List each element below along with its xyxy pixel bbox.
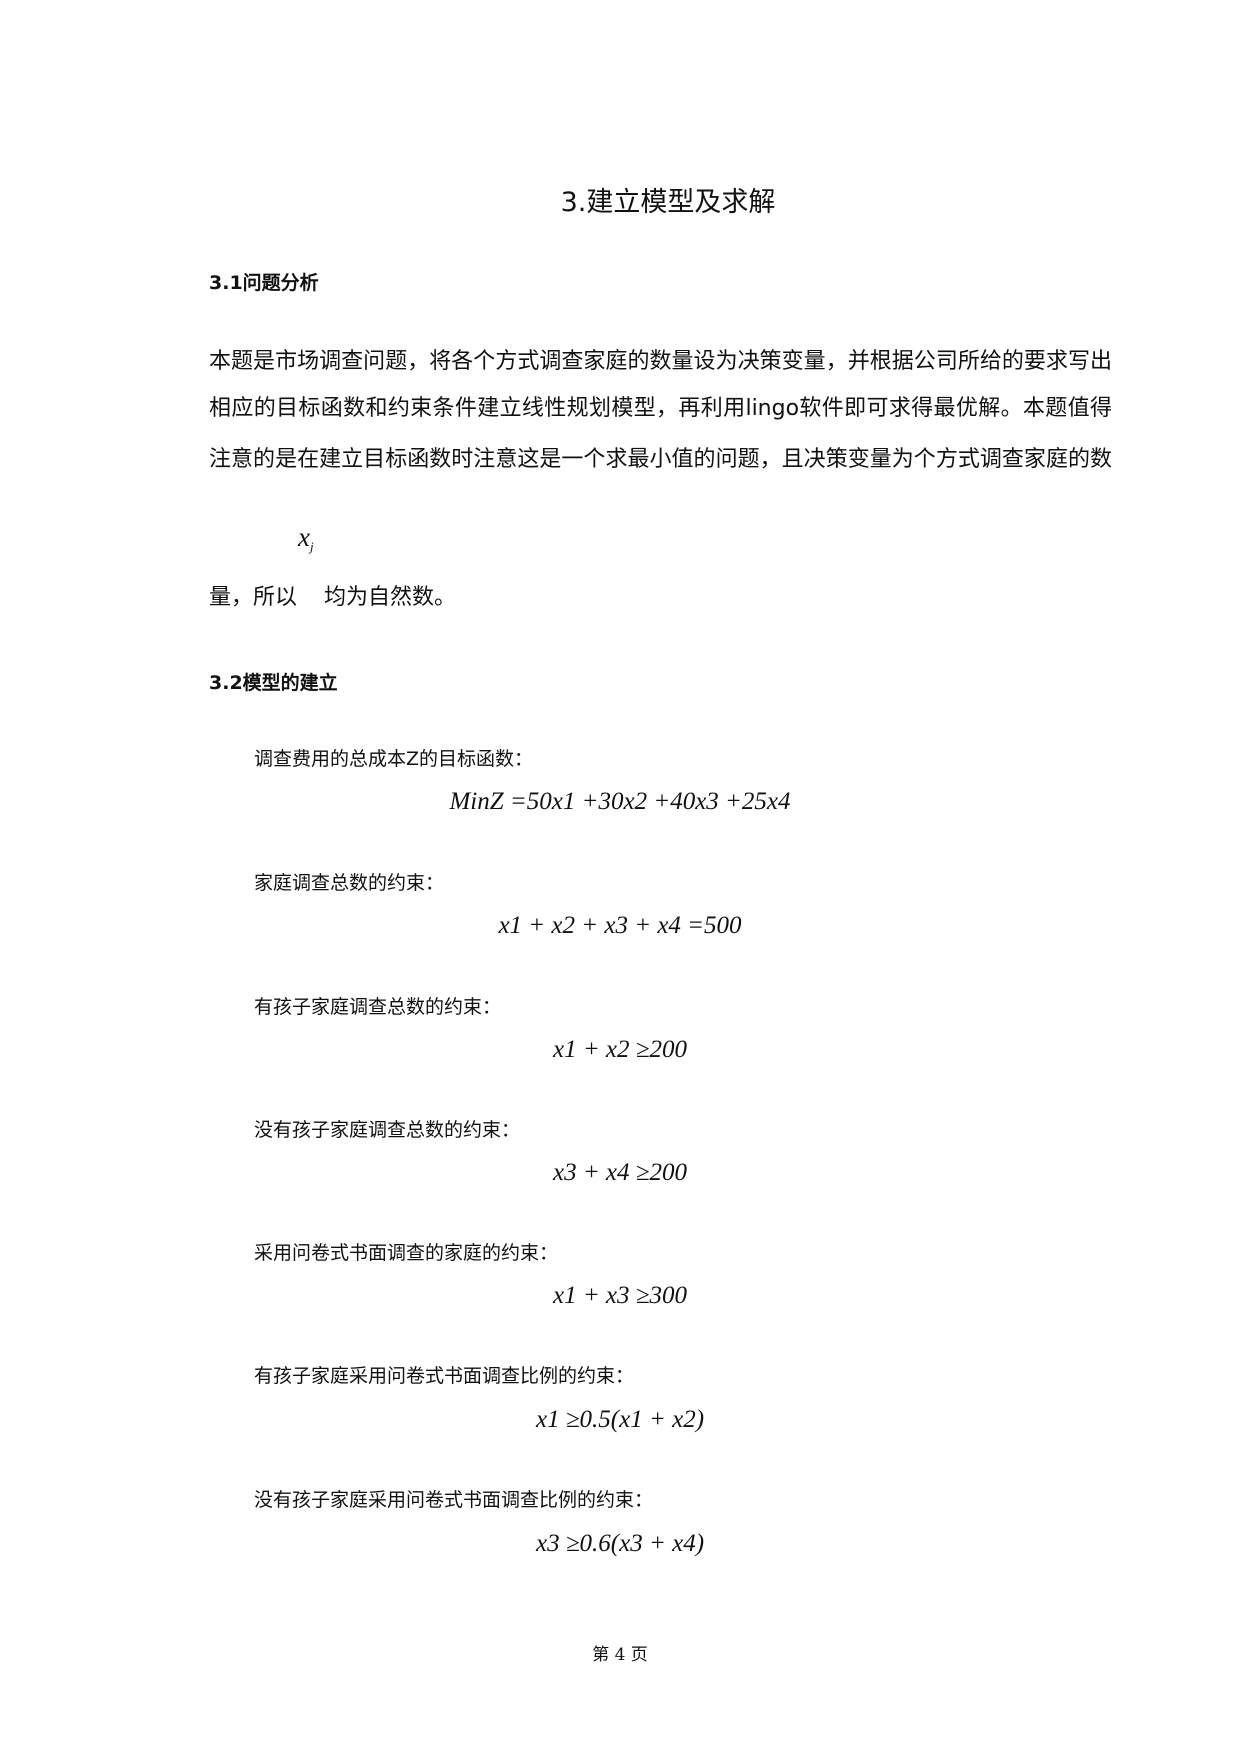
formula: x3 + x4 ≥200 xyxy=(552,1159,688,1186)
constraint-label: 采用问卷式书面调查的家庭的约束： xyxy=(254,1242,559,1264)
variable-subscript: j xyxy=(309,539,314,554)
formula: x1 ≥0.5(x1 + x2) xyxy=(535,1406,705,1433)
constraint-label: 调查费用的总成本Z的目标函数： xyxy=(254,748,534,770)
constraint-label: 有孩子家庭采用问卷式书面调查比例的约束： xyxy=(254,1365,635,1387)
constraint-label: 没有孩子家庭采用问卷式书面调查比例的约束： xyxy=(254,1489,654,1511)
formula: x1 + x2 + x3 + x4 =500 xyxy=(498,912,742,939)
page-title: 3.建立模型及求解 xyxy=(560,187,776,218)
constraint-label: 家庭调查总数的约束： xyxy=(254,872,445,894)
constraint-label: 有孩子家庭调查总数的约束： xyxy=(254,996,502,1018)
variable-xj: xj xyxy=(298,522,314,555)
paragraph-last-line-b: 均为自然数。 xyxy=(324,585,457,610)
section-heading-3-2: 3.2模型的建立 xyxy=(209,672,338,694)
paragraph-line: 相应的目标函数和约束条件建立线性规划模型，再利用lingo软件即可求得最优解。本… xyxy=(209,396,1112,421)
formula: x3 ≥0.6(x3 + x4) xyxy=(535,1530,705,1557)
section-heading-3-1: 3.1问题分析 xyxy=(209,272,319,294)
formula: MinZ =50x1 +30x2 +40x3 +25x4 xyxy=(449,788,791,815)
paragraph-last-line-a: 量，所以 xyxy=(209,585,298,610)
constraint-label: 没有孩子家庭调查总数的约束： xyxy=(254,1119,521,1141)
page-number: 第 4 页 xyxy=(592,1645,648,1665)
formula: x1 + x3 ≥300 xyxy=(552,1282,688,1309)
paragraph-line: 注意的是在建立目标函数时注意这是一个求最小值的问题，且决策变量为个方式调查家庭的… xyxy=(209,447,1112,472)
formula: x1 + x2 ≥200 xyxy=(552,1036,688,1063)
variable-x: x xyxy=(298,522,310,552)
paragraph-line: 本题是市场调查问题，将各个方式调查家庭的数量设为决策变量，并根据公司所给的要求写… xyxy=(209,349,1112,374)
